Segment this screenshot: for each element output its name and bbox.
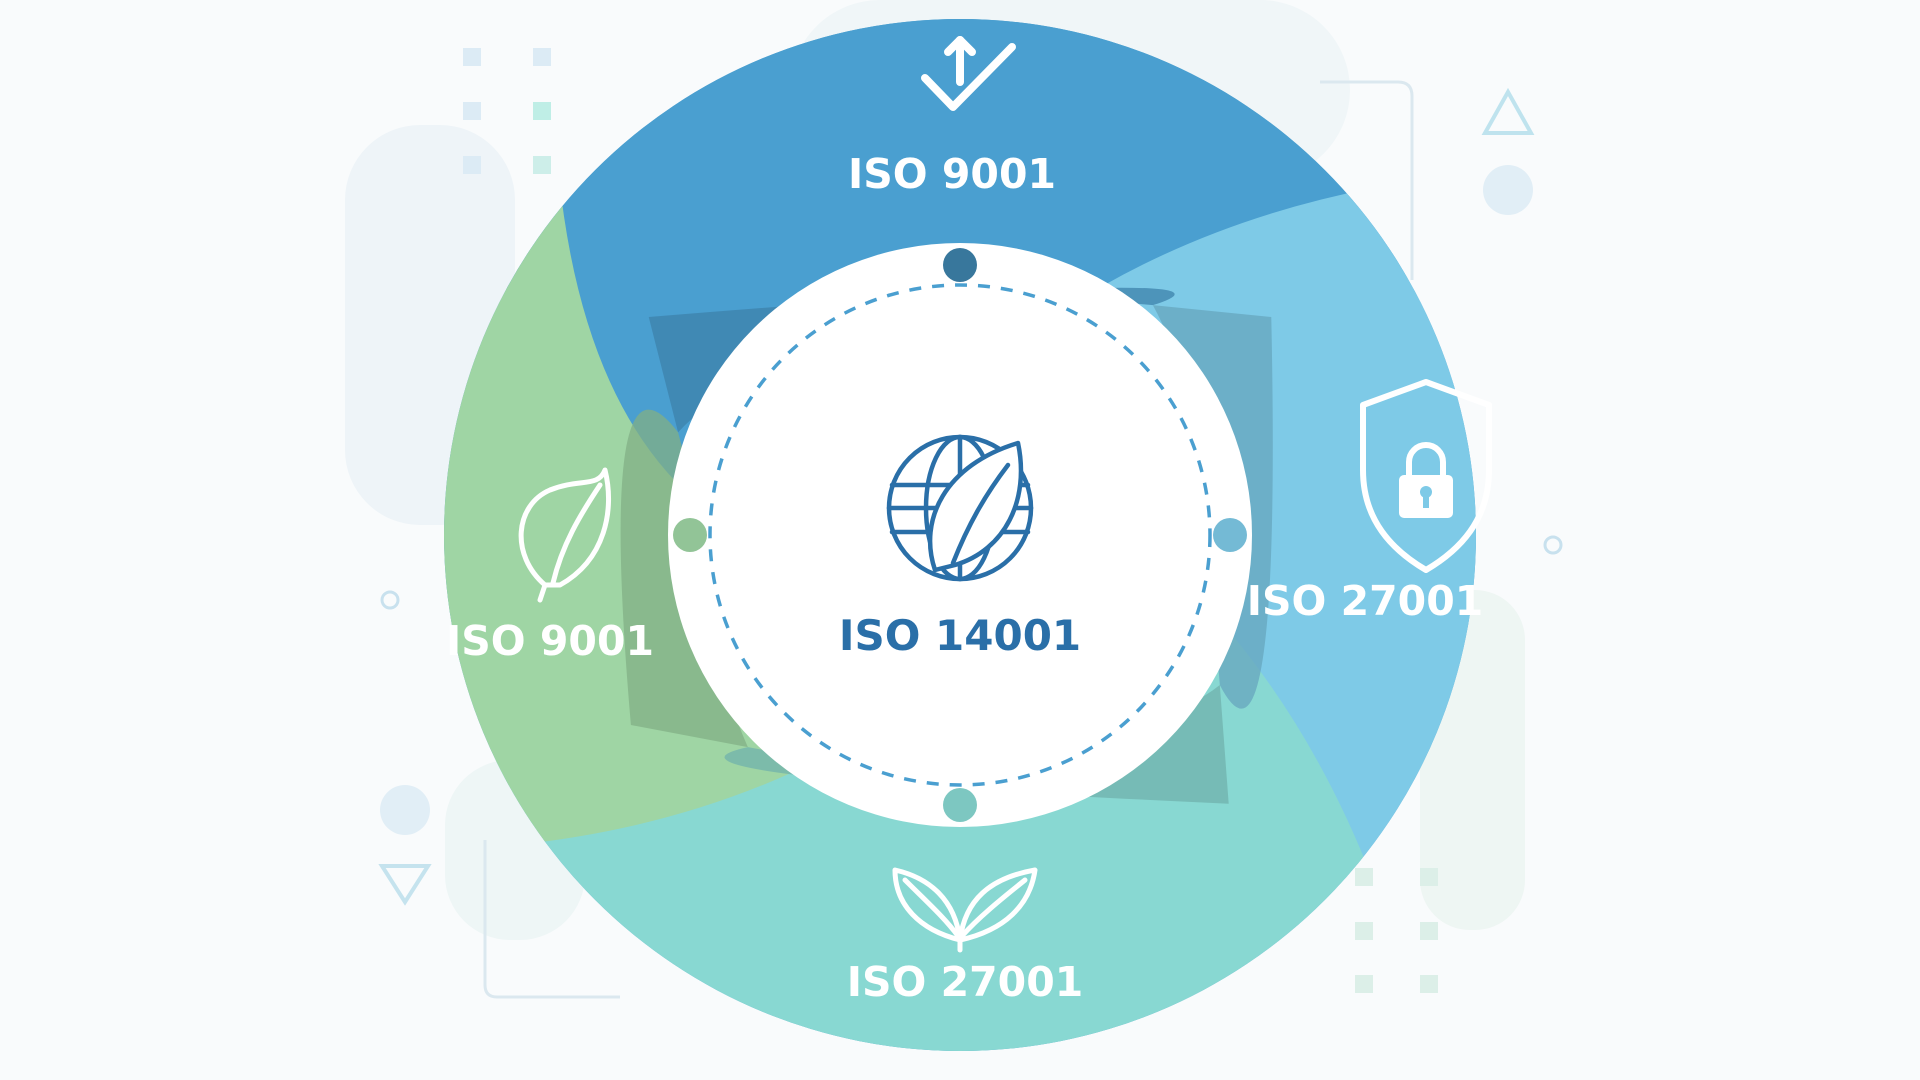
connector-dot-bottom (943, 788, 977, 822)
segment-label-top: ISO 9001 (848, 150, 1056, 198)
segment-label-right: ISO 27001 (1247, 577, 1484, 625)
check-arrow-icon (921, 36, 1016, 111)
sprout-icon (892, 867, 1038, 953)
connector-dot-top (943, 248, 977, 282)
center-label: ISO 14001 (839, 611, 1081, 660)
dashed-orbit (708, 283, 1212, 787)
leaf-icon (518, 467, 612, 603)
connector-dot-left (673, 518, 707, 552)
globe-leaf-icon (886, 434, 1034, 582)
segment-label-left: ISO 9001 (446, 617, 654, 665)
connector-dots (673, 248, 1247, 822)
connector-dot-right (1213, 518, 1247, 552)
shield-lock-icon (1360, 379, 1492, 573)
segment-label-bottom: ISO 27001 (847, 958, 1084, 1006)
